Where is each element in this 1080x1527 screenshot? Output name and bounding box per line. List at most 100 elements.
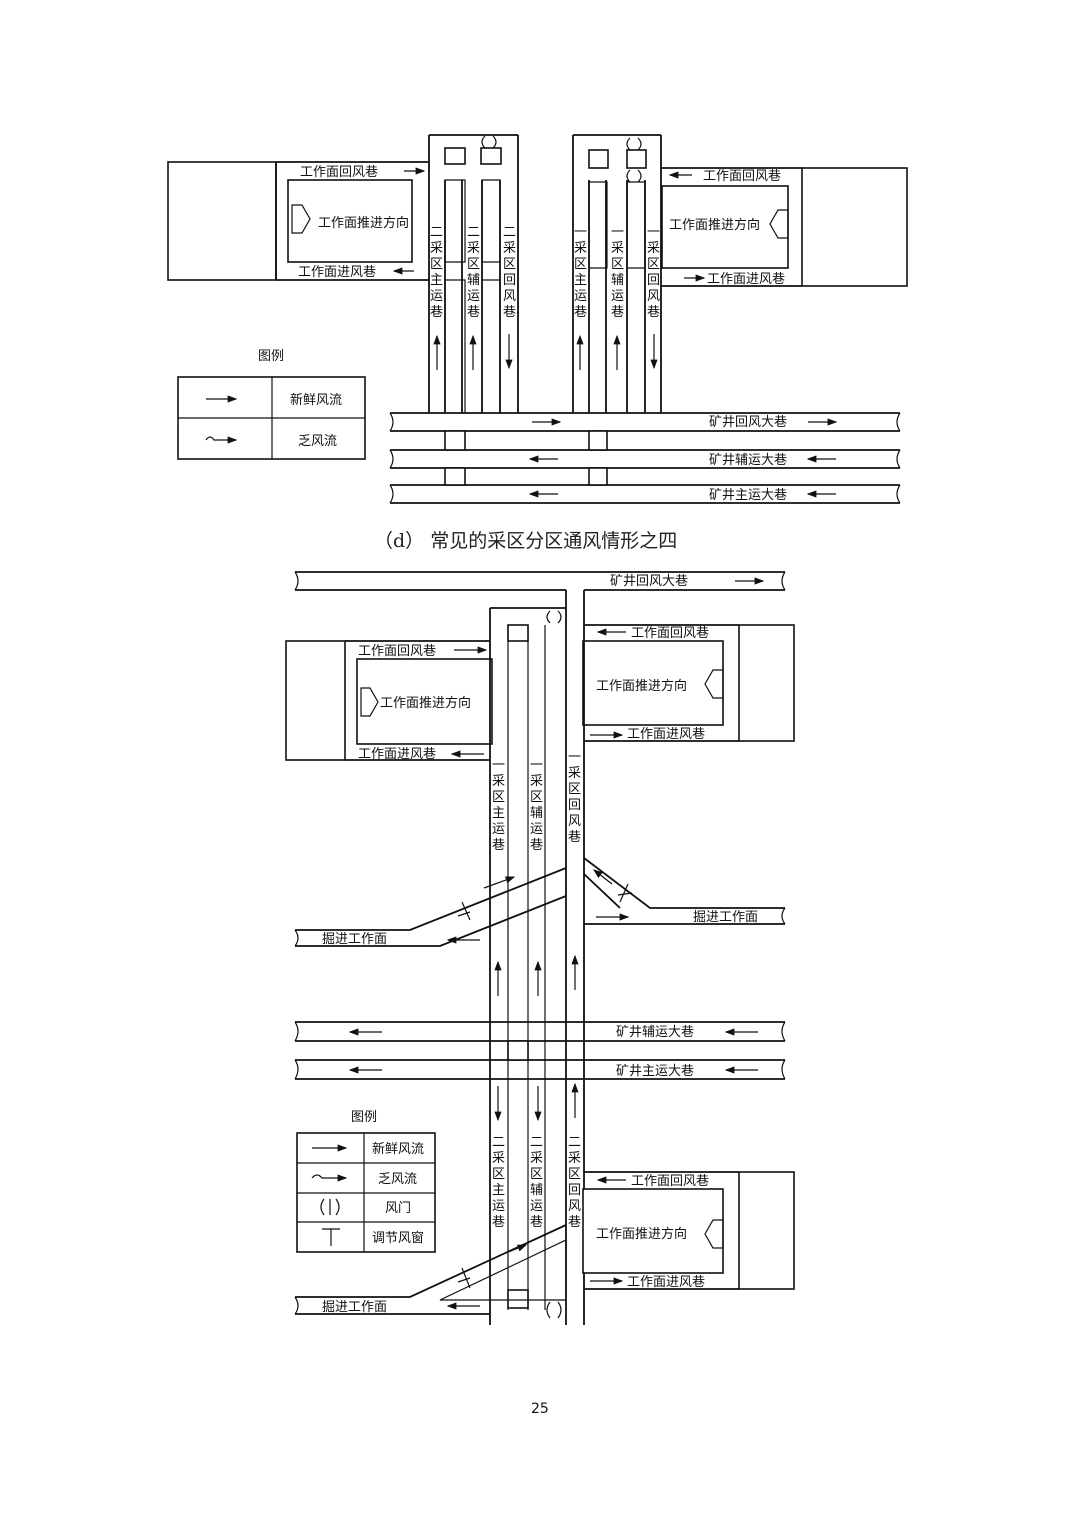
- air-door-icon: [626, 137, 642, 183]
- svg-text:区: 区: [647, 257, 660, 272]
- upper-return-vlabel: 一 采 区 回 风 巷: [568, 750, 581, 845]
- svg-text:新鲜风流: 新鲜风流: [372, 1141, 424, 1157]
- zone1-aux-vlabel: 一 采 区 辅 运 巷: [611, 225, 624, 320]
- svg-text:一: 一: [568, 750, 581, 765]
- page-number: 25: [531, 1401, 549, 1417]
- main-haulage-label: 矿井主运大巷: [709, 488, 787, 503]
- right-return-roadway-label: 工作面回风巷: [703, 169, 781, 184]
- svg-text:巷: 巷: [647, 305, 660, 320]
- regulator-window-icon: [617, 883, 633, 903]
- left-return-roadway-label: 工作面回风巷: [300, 165, 378, 180]
- zone2-haulage-vlabel: 二 采 区 主 运 巷: [430, 225, 443, 320]
- svg-text:区: 区: [503, 257, 516, 272]
- lower-right-intake-label: 工作面进风巷: [627, 1275, 705, 1290]
- heading-mid-right-label: 掘进工作面: [693, 910, 758, 925]
- upper-right-return-label: 工作面回风巷: [631, 626, 709, 641]
- upper-right-intake-label: 工作面进风巷: [627, 727, 705, 742]
- heading-bottom-left-label: 掘进工作面: [322, 1300, 387, 1315]
- svg-text:巷: 巷: [430, 305, 443, 320]
- svg-text:采: 采: [574, 241, 587, 256]
- svg-text:区: 区: [530, 790, 543, 805]
- svg-text:区: 区: [530, 1167, 543, 1182]
- svg-text:主: 主: [574, 273, 587, 288]
- stale-air-arrow: [311, 1174, 348, 1182]
- air-door-icon: [481, 135, 497, 149]
- advance-arrow-icon: [769, 209, 789, 239]
- svg-text:区: 区: [568, 782, 581, 797]
- upper-left-advance: 工作面推进方向: [380, 695, 471, 711]
- svg-text:一: 一: [530, 758, 543, 773]
- svg-text:区: 区: [574, 257, 587, 272]
- svg-text:回: 回: [568, 1183, 581, 1198]
- svg-text:回: 回: [568, 798, 581, 813]
- svg-text:回: 回: [503, 273, 516, 288]
- left-advance-direction: 工作面推进方向: [318, 215, 409, 231]
- right-intake-roadway-label: 工作面进风巷: [707, 272, 785, 287]
- svg-text:采: 采: [492, 1151, 505, 1166]
- zone2-aux-vlabel: 二 采 区 辅 运 巷: [467, 225, 480, 320]
- svg-text:运: 运: [430, 289, 443, 304]
- upper-left-intake-label: 工作面进风巷: [358, 747, 436, 762]
- goaf-lower-right: [738, 1171, 795, 1290]
- goaf-upper-left: [285, 640, 346, 761]
- bottom-main-aux-label: 矿井辅运大巷: [616, 1025, 694, 1040]
- goaf-right: [801, 167, 908, 287]
- regulator-window-icon: [457, 901, 471, 921]
- lower-aux-vlabel: 二 采 区 辅 运 巷: [530, 1135, 543, 1230]
- svg-text:二: 二: [568, 1135, 581, 1150]
- svg-text:巷: 巷: [492, 1215, 505, 1230]
- svg-text:风: 风: [568, 1199, 581, 1214]
- heading-mid-left-label: 掘进工作面: [322, 932, 387, 947]
- svg-text:风: 风: [503, 289, 516, 304]
- svg-text:巷: 巷: [530, 838, 543, 853]
- svg-text:新鲜风流: 新鲜风流: [290, 392, 342, 408]
- svg-text:运: 运: [467, 289, 480, 304]
- svg-text:采: 采: [530, 1151, 543, 1166]
- svg-text:运: 运: [574, 289, 587, 304]
- advance-arrow-icon: [291, 204, 311, 234]
- svg-text:区: 区: [492, 790, 505, 805]
- svg-text:辅: 辅: [530, 1183, 543, 1198]
- svg-text:一: 一: [647, 225, 660, 240]
- main-return-label: 矿井回风大巷: [709, 415, 787, 430]
- advance-arrow-icon: [704, 669, 724, 699]
- regulator-window-icon: [322, 1228, 340, 1246]
- air-door-icon: [320, 1198, 340, 1216]
- stale-air-arrow: [205, 436, 238, 444]
- legend-bottom: 图例 新鲜风流 乏风流 风门 调节风窗: [296, 1110, 436, 1253]
- lower-right-advance: 工作面推进方向: [596, 1226, 687, 1242]
- svg-text:巷: 巷: [492, 838, 505, 853]
- air-door-icon: [546, 610, 562, 624]
- svg-text:区: 区: [467, 257, 480, 272]
- svg-text:采: 采: [492, 774, 505, 789]
- svg-text:主: 主: [492, 806, 505, 821]
- regulator-window-icon: [457, 1267, 471, 1289]
- svg-text:运: 运: [611, 289, 624, 304]
- svg-text:二: 二: [467, 225, 480, 240]
- legend-title: 图例: [351, 1110, 377, 1125]
- bottom-main-return-label: 矿井回风大巷: [610, 574, 688, 589]
- advance-arrow-icon: [704, 1219, 724, 1249]
- svg-text:辅: 辅: [530, 806, 543, 821]
- svg-text:采: 采: [568, 766, 581, 781]
- lower-haulage-vlabel: 二 采 区 主 运 巷: [492, 1135, 505, 1230]
- svg-text:区: 区: [430, 257, 443, 272]
- svg-text:一: 一: [611, 225, 624, 240]
- advance-arrow-icon: [360, 687, 379, 717]
- svg-text:运: 运: [530, 822, 543, 837]
- svg-text:巷: 巷: [574, 305, 587, 320]
- svg-text:巷: 巷: [568, 830, 581, 845]
- main-aux-label: 矿井辅运大巷: [709, 453, 787, 468]
- svg-text:主: 主: [492, 1183, 505, 1198]
- bottom-diagram: 矿井回风大巷 工作面回风巷 工作面回风巷 工作面推进方向 工作面推进方向 工作面…: [285, 571, 795, 1325]
- svg-text:采: 采: [611, 241, 624, 256]
- svg-text:风: 风: [568, 814, 581, 829]
- upper-haulage-vlabel: 一 采 区 主 运 巷: [492, 758, 505, 853]
- svg-text:采: 采: [430, 241, 443, 256]
- figure-caption: （d） 常见的采区分区通风情形之四: [374, 530, 677, 552]
- goaf-upper-right: [738, 624, 795, 742]
- svg-text:运: 运: [492, 822, 505, 837]
- svg-text:二: 二: [503, 225, 516, 240]
- upper-aux-vlabel: 一 采 区 辅 运 巷: [530, 758, 543, 853]
